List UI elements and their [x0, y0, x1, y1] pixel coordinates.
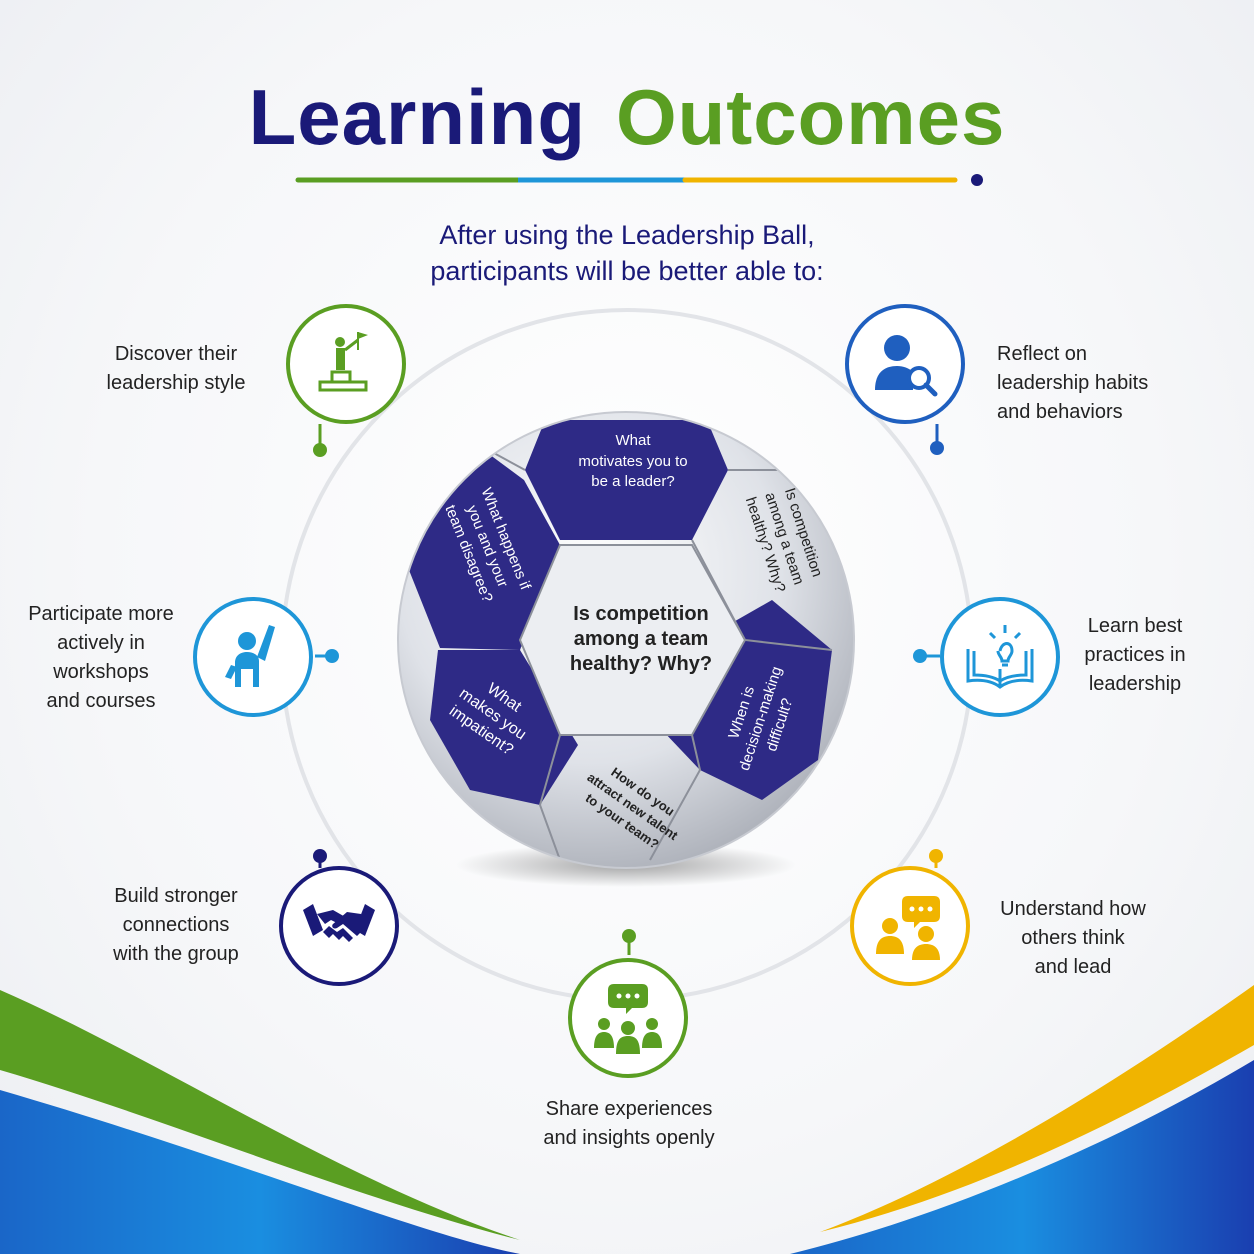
- ball-center-text-3: healthy? Why?: [570, 653, 712, 675]
- intro-line-2: participants will be better able to:: [430, 256, 824, 286]
- connector-dot: [325, 649, 339, 663]
- outcome-participate-workshops: Participate more actively in workshops a…: [28, 603, 174, 712]
- person-search-icon: [845, 304, 965, 424]
- outcome-reflect-habits: Reflect on leadership habits and behavio…: [997, 343, 1149, 423]
- people-chat-icon: [850, 866, 970, 986]
- ball-top-text-2: motivates you to: [578, 453, 687, 470]
- blue-wave-right: [790, 1060, 1254, 1254]
- intro-line-1: After using the Leadership Ball,: [439, 220, 815, 250]
- raised-hand-icon: [193, 597, 313, 717]
- ball-center-text-2: among a team: [574, 628, 708, 650]
- outcome-learn-practices: Learn best practices in leadership: [1084, 615, 1186, 695]
- page-title: Learning Outcomes: [0, 72, 1254, 163]
- group-chat-icon: [568, 958, 688, 1078]
- connector-dot: [930, 441, 944, 455]
- outcome-discover-style: Discover their leadership style: [106, 343, 246, 394]
- book-lightbulb-icon: [940, 597, 1060, 717]
- green-swoosh: [0, 990, 520, 1240]
- title-word-learning: Learning: [248, 73, 586, 161]
- title-underline-dot: [971, 174, 983, 186]
- connector-dot: [622, 929, 636, 943]
- connector-dot: [929, 849, 943, 863]
- connector-dot: [913, 649, 927, 663]
- title-word-outcomes: Outcomes: [615, 73, 1006, 161]
- connector-dot: [313, 849, 327, 863]
- outcome-understand-others: Understand how others think and lead: [1000, 898, 1146, 978]
- podium-leader-icon: [286, 304, 406, 424]
- outcome-share-experiences: Share experiences and insights openly: [543, 1098, 715, 1149]
- outcome-build-connections: Build stronger connections with the grou…: [113, 885, 239, 965]
- ball-center-text-1: Is competition: [573, 603, 709, 625]
- ball-top-text-3: be a leader?: [591, 473, 674, 490]
- connector-dot: [313, 443, 327, 457]
- ball-top-text-1: What: [615, 432, 651, 449]
- ball-panel-top: [525, 420, 728, 540]
- handshake-icon: [279, 866, 399, 986]
- blue-wave: [0, 1090, 520, 1254]
